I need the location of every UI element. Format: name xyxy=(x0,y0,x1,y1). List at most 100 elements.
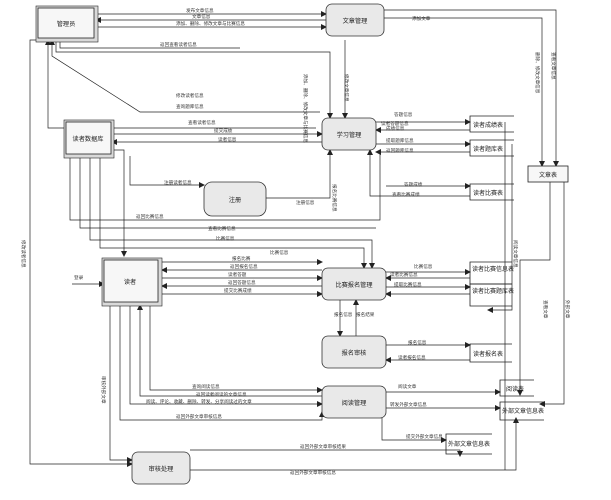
store-shape xyxy=(445,433,492,455)
flow-label: 外部文章 xyxy=(564,300,571,319)
flow-label: 成绩信息 xyxy=(386,125,405,132)
process-signup[interactable]: 报名审核 xyxy=(321,335,387,369)
process-register[interactable]: 注册 xyxy=(203,181,267,217)
flow-label: 提取题库信息 xyxy=(386,137,414,144)
flow-label: 注册读者信息 xyxy=(164,179,192,186)
entity-admin[interactable]: 管理员 xyxy=(35,5,99,43)
flow-label: 查看比赛信息 xyxy=(208,225,236,232)
store-reading[interactable]: 阅读表 xyxy=(499,379,534,397)
store-label: 外部文章信息表 xyxy=(502,407,544,415)
flow-label: 比赛信息 xyxy=(270,249,289,256)
flow-label: 读者答题信息 xyxy=(381,120,409,127)
store-label: 读者成绩表 xyxy=(473,121,503,129)
store-signup[interactable]: 读者报名表 xyxy=(469,343,512,363)
store-ext[interactable]: 外部文章信息表 xyxy=(499,401,544,421)
flow-label: 修改文章信息 xyxy=(343,74,350,102)
process-shape xyxy=(321,117,377,151)
flow-admin-study-a xyxy=(59,40,240,49)
flow-label: 返回题库信息 xyxy=(386,147,414,154)
flow-label: 查询阅读信息 xyxy=(192,383,220,390)
process-review[interactable]: 审核处理 xyxy=(131,451,191,485)
process-reading[interactable]: 阅读管理 xyxy=(321,385,387,419)
store-shape xyxy=(469,283,512,307)
store-shape xyxy=(469,115,514,133)
flow-register-study xyxy=(266,149,333,199)
process-label: 注册 xyxy=(229,196,241,204)
flow-result-study xyxy=(367,149,470,197)
process-label: 审核处理 xyxy=(149,465,174,473)
flow-label: 返回外部文章审核结果 xyxy=(300,443,346,450)
flow-label: 返回报名信息 xyxy=(230,263,258,270)
flow-label: 查看读者信息 xyxy=(188,119,216,126)
process-doc-mgmt[interactable]: 文章管理 xyxy=(325,3,385,37)
flow-label: 报名比赛 xyxy=(232,255,251,262)
flow-label: 答题成绩 xyxy=(404,181,423,188)
entity-box xyxy=(527,165,569,183)
process-label: 比赛报名管理 xyxy=(335,281,372,289)
flow-label: 添加文章 xyxy=(412,15,431,22)
flow-labels: 发布文章信息 文章信息 添加、删除、修改文章与比赛信息 返回查看读者信息 添加文… xyxy=(74,7,443,476)
store-label: 外部文章信息表 xyxy=(448,440,490,448)
store-question[interactable]: 读者题库表 xyxy=(469,139,514,157)
flow-label: 查看文章信息 xyxy=(550,52,557,80)
flow-study-admin-2 xyxy=(49,39,320,113)
flow-label: 修改读者信息 xyxy=(20,240,27,268)
entity-label: 管理员 xyxy=(57,20,76,28)
store-shape xyxy=(469,139,514,157)
flow-label: 读者信息 xyxy=(218,136,237,143)
flow-label: 添加、删除、修改文章与比赛信息 xyxy=(302,74,309,143)
entity-label: 文章表 xyxy=(539,171,557,179)
flow-label: 返回答题信息 xyxy=(228,279,256,286)
flow-label: 比赛信息 xyxy=(414,263,433,270)
process-label: 学习管理 xyxy=(337,131,362,139)
store-label: 读者比赛表 xyxy=(473,189,503,197)
process-shape xyxy=(325,3,385,37)
store-contest[interactable]: 读者比赛信息表 xyxy=(469,261,514,285)
flow-label: 阅读文章 xyxy=(398,383,417,390)
flow-review-bottom xyxy=(190,417,519,471)
flow-label: 提取比赛信息 xyxy=(394,281,422,288)
store-contest-question[interactable]: 读者比赛题库表 xyxy=(469,283,514,307)
flow-readerdb-reader xyxy=(112,149,127,257)
process-shape xyxy=(321,385,387,419)
process-contest[interactable]: 比赛报名管理 xyxy=(321,267,387,301)
flow-label: 修改读者信息 xyxy=(176,92,204,99)
store-ext-info[interactable]: 外部文章信息表 xyxy=(445,433,492,455)
flow-readerdb-down-4 xyxy=(99,156,367,269)
entity-reader-db[interactable]: 读者数据库 xyxy=(63,119,115,159)
entity-doc-table[interactable]: 文章表 xyxy=(527,165,569,183)
process-study[interactable]: 学习管理 xyxy=(321,117,377,151)
flow-left-edge xyxy=(29,39,133,467)
flow-doc-store xyxy=(384,17,545,167)
store-result[interactable]: 读者比赛表 xyxy=(469,183,514,201)
flow-right-edge-2 xyxy=(539,182,565,407)
flow-reader-review xyxy=(109,305,133,463)
flow-study-admin xyxy=(45,39,316,129)
flow-reading-reader-1 xyxy=(137,304,322,397)
flow-label: 查询题库信息 xyxy=(176,103,204,110)
flow-doc-store-2 xyxy=(384,9,559,167)
entity-reader[interactable]: 读者 xyxy=(101,257,163,307)
flow-reader-reading-1 xyxy=(149,305,323,393)
vertical-flow-labels: 添加、删除、修改文章与比赛信息 修改文章信息 报名比赛信息 删除、修改文章信息 … xyxy=(20,52,571,404)
flow-label: 报名信息 xyxy=(334,311,353,318)
entity-label: 读者数据库 xyxy=(73,135,104,143)
flow-label: 提交比赛成绩 xyxy=(224,287,252,294)
flow-label: 提交成绩 xyxy=(214,127,233,134)
flow-label: 返回比赛信息 xyxy=(136,213,164,220)
flow-readerdb-register xyxy=(129,156,205,188)
flow-label: 读者报名信息 xyxy=(398,354,426,361)
store-label: 阅读表 xyxy=(506,385,524,393)
process-shape xyxy=(321,267,387,301)
flow-admin-study-b xyxy=(55,40,333,119)
flow-readerdb-down-3 xyxy=(89,156,375,269)
flow-right-edge-4 xyxy=(487,144,513,313)
process-label: 文章管理 xyxy=(343,17,368,25)
process-label: 阅读管理 xyxy=(342,399,367,407)
flow-label: 返回外部文章审核信息 xyxy=(290,469,336,476)
flow-reading-extinfo xyxy=(381,416,447,443)
flow-readerdb-down-2 xyxy=(79,156,376,229)
store-score[interactable]: 读者成绩表 xyxy=(469,115,514,133)
flow-label: 提交外部文章信息 xyxy=(406,433,443,440)
entity-box xyxy=(65,121,112,155)
